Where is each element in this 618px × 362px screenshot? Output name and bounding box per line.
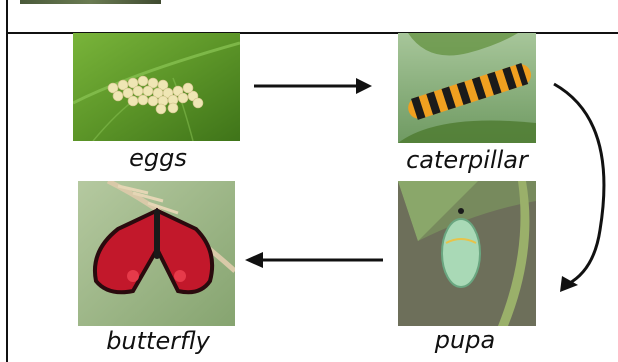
pupa-photo — [398, 181, 536, 326]
butterfly-photo — [78, 181, 235, 326]
frame-left-border — [6, 0, 8, 362]
caterpillar-label: caterpillar — [392, 146, 542, 174]
eggs-label: eggs — [103, 144, 213, 172]
eggs-photo — [73, 33, 240, 141]
previous-image-strip — [20, 0, 161, 4]
caterpillar-photo — [398, 33, 536, 143]
pupa-label: pupa — [420, 326, 510, 354]
arrow-right-icon — [252, 76, 376, 96]
butterfly-label: butterfly — [88, 327, 228, 355]
arrow-curved-down-icon — [548, 80, 612, 296]
arrow-left-icon — [243, 250, 385, 270]
